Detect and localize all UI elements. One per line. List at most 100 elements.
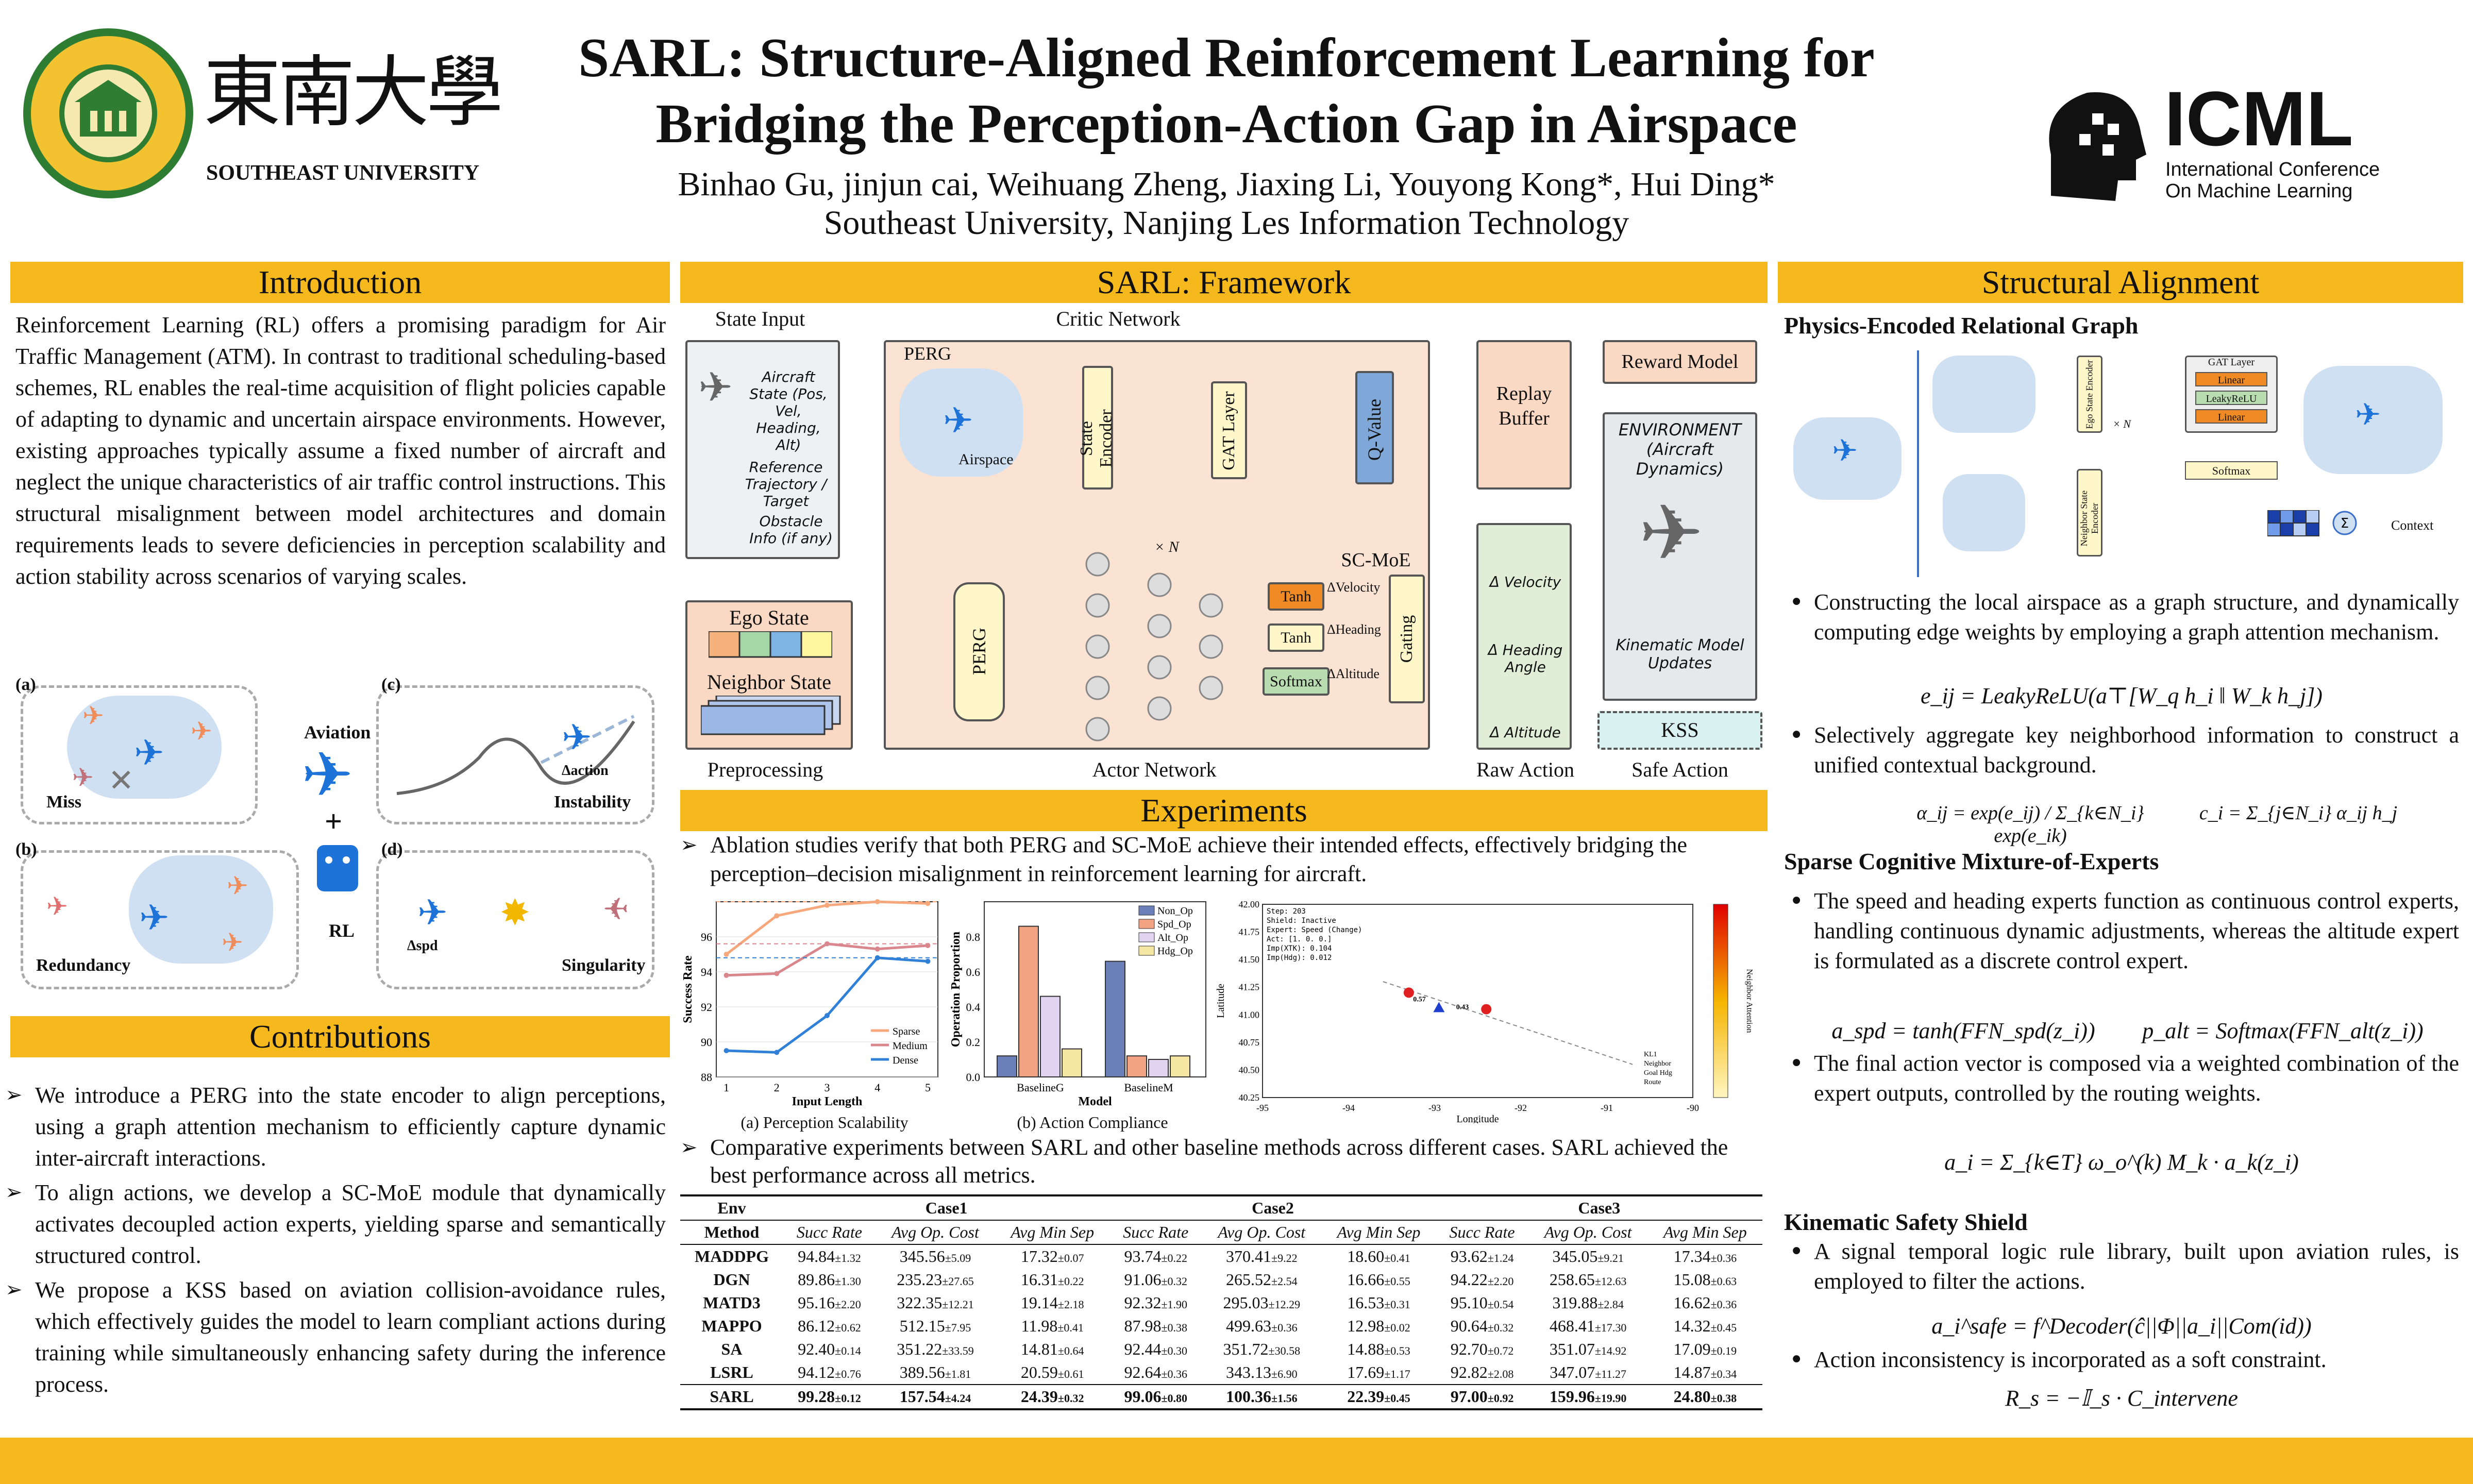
singularity-label: Singularity xyxy=(562,956,646,975)
y-tick-label: 88 xyxy=(701,1071,712,1084)
neighbor-encoder-box xyxy=(2077,469,2102,556)
legend-entry: Route xyxy=(1644,1078,1661,1086)
preprocessing-label: Preprocessing xyxy=(707,758,823,781)
redundancy-label: Redundancy xyxy=(36,956,131,975)
plane-icon: ✈ xyxy=(698,363,733,411)
legend-entry: Hdg_Op xyxy=(1157,946,1193,957)
state-encoder-box xyxy=(1082,366,1113,490)
y-tick-label: 96 xyxy=(701,931,712,943)
plane-icon: ✈ xyxy=(222,927,243,957)
replay-box xyxy=(1476,340,1572,490)
metric-cell: 14.87±0.34 xyxy=(1673,1363,1737,1381)
x-tick-label: BaselineM xyxy=(1124,1081,1173,1094)
info-line: Imp(XTK): 0.104 xyxy=(1267,945,1332,953)
info-line: Step: 203 xyxy=(1267,907,1306,916)
aviation-label: Aviation xyxy=(304,722,371,743)
metric-cell: 24.80±0.38 xyxy=(1673,1387,1737,1406)
metric-cell: 159.96±19.90 xyxy=(1549,1387,1627,1406)
poster-title-2: Bridging the Perception-Action Gap in Ai… xyxy=(655,93,1797,155)
introduction-text: Reinforcement Learning (RL) offers a pro… xyxy=(15,312,666,589)
dalt-label: ΔAltitude xyxy=(1327,666,1380,681)
x-tick-label: -94 xyxy=(1342,1103,1355,1113)
y-tick-label: 90 xyxy=(701,1036,712,1049)
burst-icon: ✸ xyxy=(500,891,530,934)
metric-cell: 91.06±0.32 xyxy=(1124,1270,1188,1289)
critic-label: Critic Network xyxy=(1056,307,1181,330)
university-english-name: SOUTHEAST UNIVERSITY xyxy=(206,161,480,185)
data-point xyxy=(925,958,931,964)
legend-entry: KL1 xyxy=(1644,1051,1657,1058)
poster-title-1: SARL: Structure-Aligned Reinforcement Le… xyxy=(578,27,1875,89)
metric-cell: 14.32±0.45 xyxy=(1673,1317,1737,1335)
legend-entry: Spd_Op xyxy=(1157,919,1191,930)
actor-label: Actor Network xyxy=(1092,758,1217,781)
data-point xyxy=(874,955,880,960)
data-point xyxy=(825,941,830,947)
perg-box xyxy=(953,582,1005,721)
eq-context: c_i = Σ_{j∈N_i} α_ij h_j xyxy=(2199,802,2398,824)
a-head-label: Δ Heading Angle xyxy=(1488,642,1563,676)
y-tick-label: 0.2 xyxy=(966,1036,981,1049)
metric-cell: 370.41±9.22 xyxy=(1226,1247,1298,1266)
plane-icon: ✈ xyxy=(72,763,94,792)
data-point xyxy=(724,972,729,978)
x-tick-label: 2 xyxy=(774,1081,780,1094)
linear-1: Linear xyxy=(2195,372,2267,386)
close-icon: ✕ xyxy=(108,763,134,799)
metric-cell: 16.53±0.31 xyxy=(1347,1293,1410,1312)
contribution-3: We propose a KSS based on aviation colli… xyxy=(5,1274,666,1400)
data-point xyxy=(925,943,931,948)
metric-header: Succ Rate xyxy=(1449,1223,1515,1241)
metric-cell: 512.15±7.95 xyxy=(899,1317,971,1335)
moe-bullets-2: The final action vector is composed via … xyxy=(1784,1049,2459,1111)
metric-cell: 94.22±2.20 xyxy=(1450,1270,1514,1289)
x-axis-label: Input Length xyxy=(792,1095,863,1108)
plot-frame xyxy=(1262,904,1693,1098)
panel-d-label: (d) xyxy=(381,840,403,859)
moe-bullet-1: The speed and heading experts function a… xyxy=(1784,886,2459,976)
plane-icon: ✈ xyxy=(46,891,68,921)
bar-spd_op xyxy=(1018,925,1039,1077)
metric-header: Succ Rate xyxy=(796,1223,862,1241)
plot-frame xyxy=(716,901,938,1077)
framework-heading: SARL: Framework xyxy=(680,262,1768,303)
method-cell: SARL xyxy=(710,1387,754,1406)
legend-entry: Medium xyxy=(893,1040,928,1052)
metric-cell: 16.31±0.22 xyxy=(1020,1270,1084,1289)
framework-diagram: State Input Critic Network Aircraft Stat… xyxy=(680,307,1768,786)
robot-icon xyxy=(317,845,358,891)
metric-cell: 351.22±33.59 xyxy=(897,1340,974,1358)
bar-spd_op xyxy=(1126,1055,1147,1078)
x-tick-label: -93 xyxy=(1428,1103,1441,1113)
metric-cell: 99.06±0.80 xyxy=(1124,1387,1188,1406)
state-input-label: State Input xyxy=(715,307,805,330)
metric-cell: 351.07±14.92 xyxy=(1549,1340,1627,1358)
kss-subheading: Kinematic Safety Shield xyxy=(1784,1209,2028,1235)
perg-actor-label: PERG xyxy=(969,627,989,676)
metric-cell: 19.14±2.18 xyxy=(1020,1293,1084,1312)
y-tick-label: 41.00 xyxy=(1239,1009,1260,1020)
data-point xyxy=(874,899,880,904)
ego-aircraft-marker xyxy=(1433,1002,1445,1013)
perg-bullets: Constructing the local airspace as a gra… xyxy=(1784,587,2459,650)
metric-cell: 94.12±0.76 xyxy=(798,1363,861,1381)
x-axis-label: Longitude xyxy=(1456,1114,1499,1123)
info-line: Expert: Speed (Change) xyxy=(1267,926,1362,934)
data-point xyxy=(825,1013,830,1018)
gat-block-label: GAT Layer xyxy=(2208,357,2255,368)
kss-bullets-2: Action inconsistency is incorporated as … xyxy=(1784,1345,2459,1378)
ego-encoder-label: Ego State Encoder xyxy=(2084,360,2095,429)
method-cell: LSRL xyxy=(710,1363,753,1381)
bar-non_op xyxy=(1105,960,1125,1077)
y-tick-label: 40.75 xyxy=(1239,1037,1260,1048)
data-point xyxy=(724,1048,729,1053)
neighbor-point xyxy=(1481,1004,1492,1015)
legend-entry: Neighbor xyxy=(1644,1060,1671,1068)
reward-box: Reward Model xyxy=(1603,340,1757,384)
moe-subheading: Sparse Cognitive Mixture-of-Experts xyxy=(1784,848,2159,874)
metric-cell: 18.60±0.41 xyxy=(1347,1247,1410,1266)
data-point xyxy=(825,902,830,908)
